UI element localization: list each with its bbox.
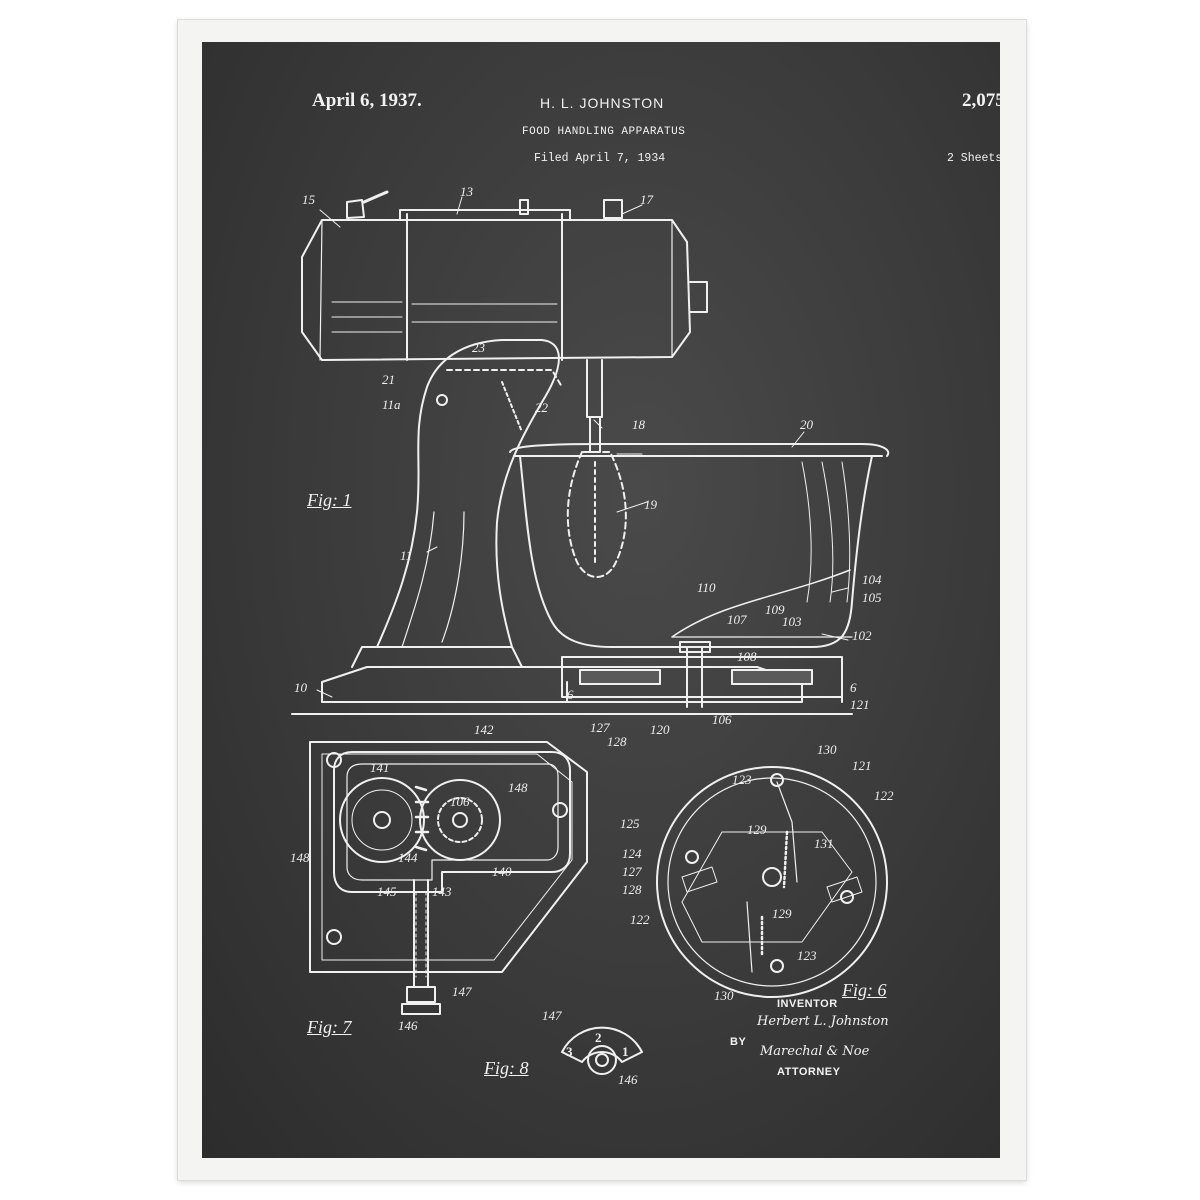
- label-148-right: 148: [508, 780, 528, 795]
- patent-drawing: [291, 190, 890, 1075]
- label-11a: 11a: [382, 397, 401, 412]
- label-6-left: 6: [567, 687, 574, 702]
- label-21: 21: [382, 372, 395, 387]
- label-147: 147: [452, 984, 472, 999]
- label-121-circle: 121: [852, 758, 872, 773]
- label-146: 146: [398, 1018, 418, 1033]
- turntable-drawing: [656, 766, 888, 998]
- attorney-signature: Marechal & Noe: [760, 1044, 870, 1059]
- label-120: 120: [650, 722, 670, 737]
- dial-mark-3: 3: [566, 1044, 573, 1059]
- label-130-top: 130: [817, 742, 837, 757]
- inventor-signature: Herbert L. Johnston: [757, 1014, 889, 1029]
- label-130-bottom: 130: [714, 988, 734, 1003]
- by-caption: BY: [730, 1036, 747, 1048]
- label-128: 128: [607, 734, 627, 749]
- chalkboard-patent: April 6, 1937. H. L. JOHNSTON 2,075,851 …: [202, 42, 1000, 1158]
- fig-6-label: Fig: 6: [842, 980, 887, 1000]
- patent-title: FOOD HANDLING APPARATUS: [522, 126, 686, 138]
- label-103: 103: [782, 614, 802, 629]
- label-144: 144: [398, 850, 418, 865]
- gearbox-drawing: [309, 741, 588, 1015]
- attorney-caption: ATTORNEY: [777, 1066, 841, 1078]
- label-121: 121: [850, 697, 870, 712]
- label-106-gear: 106: [450, 794, 470, 809]
- label-123-bottom: 123: [797, 948, 817, 963]
- label-17: 17: [640, 192, 653, 207]
- label-129-top: 129: [747, 822, 767, 837]
- filed-date: Filed April 7, 1934: [534, 152, 666, 165]
- label-13: 13: [460, 184, 473, 199]
- label-128-circle: 128: [622, 882, 642, 897]
- label-109: 109: [765, 602, 785, 617]
- label-11: 11: [400, 548, 413, 563]
- mixer-drawing: [291, 190, 890, 715]
- label-106: 106: [712, 712, 732, 727]
- leader-lines: [316, 196, 849, 698]
- fig-7-label: Fig: 7: [307, 1017, 352, 1037]
- label-107: 107: [727, 612, 747, 627]
- label-105: 105: [862, 590, 882, 605]
- sheet-count: 2 Sheets-Sheet 1: [947, 152, 1000, 165]
- label-18: 18: [632, 417, 645, 432]
- label-124: 124: [622, 846, 642, 861]
- label-142: 142: [474, 722, 494, 737]
- fig-8-label: Fig: 8: [484, 1058, 529, 1078]
- label-147-dial: 147: [542, 1008, 562, 1023]
- label-131: 131: [814, 836, 834, 851]
- label-127-circle: 127: [622, 864, 642, 879]
- label-104: 104: [862, 572, 882, 587]
- label-129-bottom: 129: [772, 906, 792, 921]
- label-20: 20: [800, 417, 813, 432]
- inventor-name: H. L. JOHNSTON: [540, 95, 665, 111]
- label-6-right: 6: [850, 680, 857, 695]
- label-15: 15: [302, 192, 315, 207]
- fig-1-label: Fig: 1: [307, 490, 352, 510]
- label-141: 141: [370, 760, 390, 775]
- label-123-top: 123: [732, 772, 752, 787]
- label-108: 108: [737, 649, 757, 664]
- label-23: 23: [472, 340, 485, 355]
- label-127: 127: [590, 720, 610, 735]
- label-148-left: 148: [290, 850, 310, 865]
- label-146-dial: 146: [618, 1072, 638, 1087]
- label-140: 140: [492, 864, 512, 879]
- label-102: 102: [852, 628, 872, 643]
- label-125: 125: [620, 816, 640, 831]
- patent-date: April 6, 1937.: [312, 90, 422, 111]
- label-122-left: 122: [630, 912, 650, 927]
- inventor-caption: INVENTOR: [777, 998, 838, 1010]
- label-145: 145: [377, 884, 397, 899]
- label-122-right: 122: [874, 788, 894, 803]
- dial-mark-1: 1: [622, 1044, 629, 1059]
- dial-mark-2: 2: [595, 1030, 602, 1045]
- patent-number: 2,075,851: [962, 90, 1000, 111]
- dial-drawing: [561, 1026, 643, 1075]
- label-143: 143: [432, 884, 452, 899]
- label-10: 10: [294, 680, 307, 695]
- label-110: 110: [697, 580, 716, 595]
- label-22: 22: [535, 400, 548, 415]
- label-19: 19: [644, 497, 657, 512]
